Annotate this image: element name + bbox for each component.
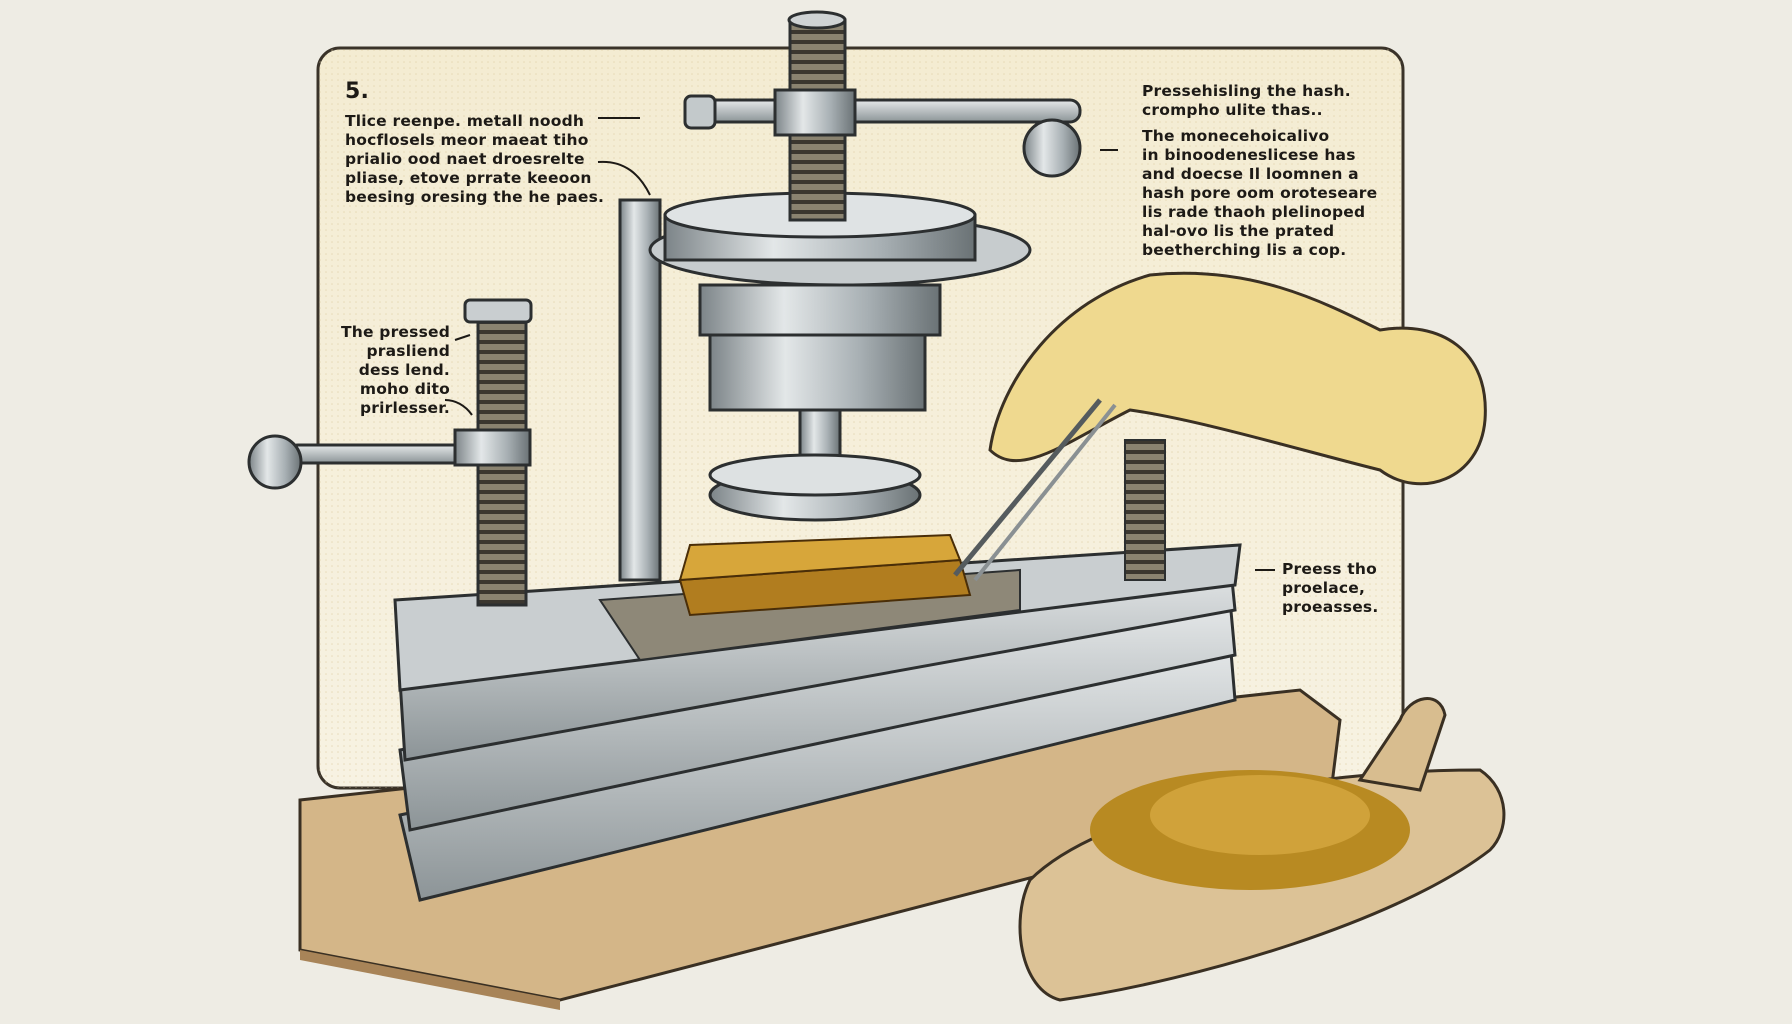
callout-left-middle: The pressed prasliend dess lend. moho di… xyxy=(340,323,450,417)
gloved-hand xyxy=(953,271,1487,582)
side-screw xyxy=(247,298,533,607)
hash-block xyxy=(678,533,972,617)
press-column xyxy=(618,198,1166,582)
callout-top-left: Tlice reenpe. metall noodh hocflosels me… xyxy=(345,112,605,206)
callout-bottom-right: Preess tho proelace, proeasses. xyxy=(1282,560,1379,616)
callout-top-right-heading: Pressehisling the hash. crompho ulite th… xyxy=(1142,82,1351,119)
step-number: 5. xyxy=(345,79,370,104)
handle-ball-icon xyxy=(1022,118,1082,178)
callout-top-right-body: The monecehoicalivo in binoodeneslicese … xyxy=(1142,127,1378,259)
scoop-with-crumbles xyxy=(1018,697,1506,1002)
top-screw xyxy=(683,10,1082,222)
leader-lines xyxy=(444,117,1275,571)
tweezers-icon xyxy=(953,398,1102,577)
